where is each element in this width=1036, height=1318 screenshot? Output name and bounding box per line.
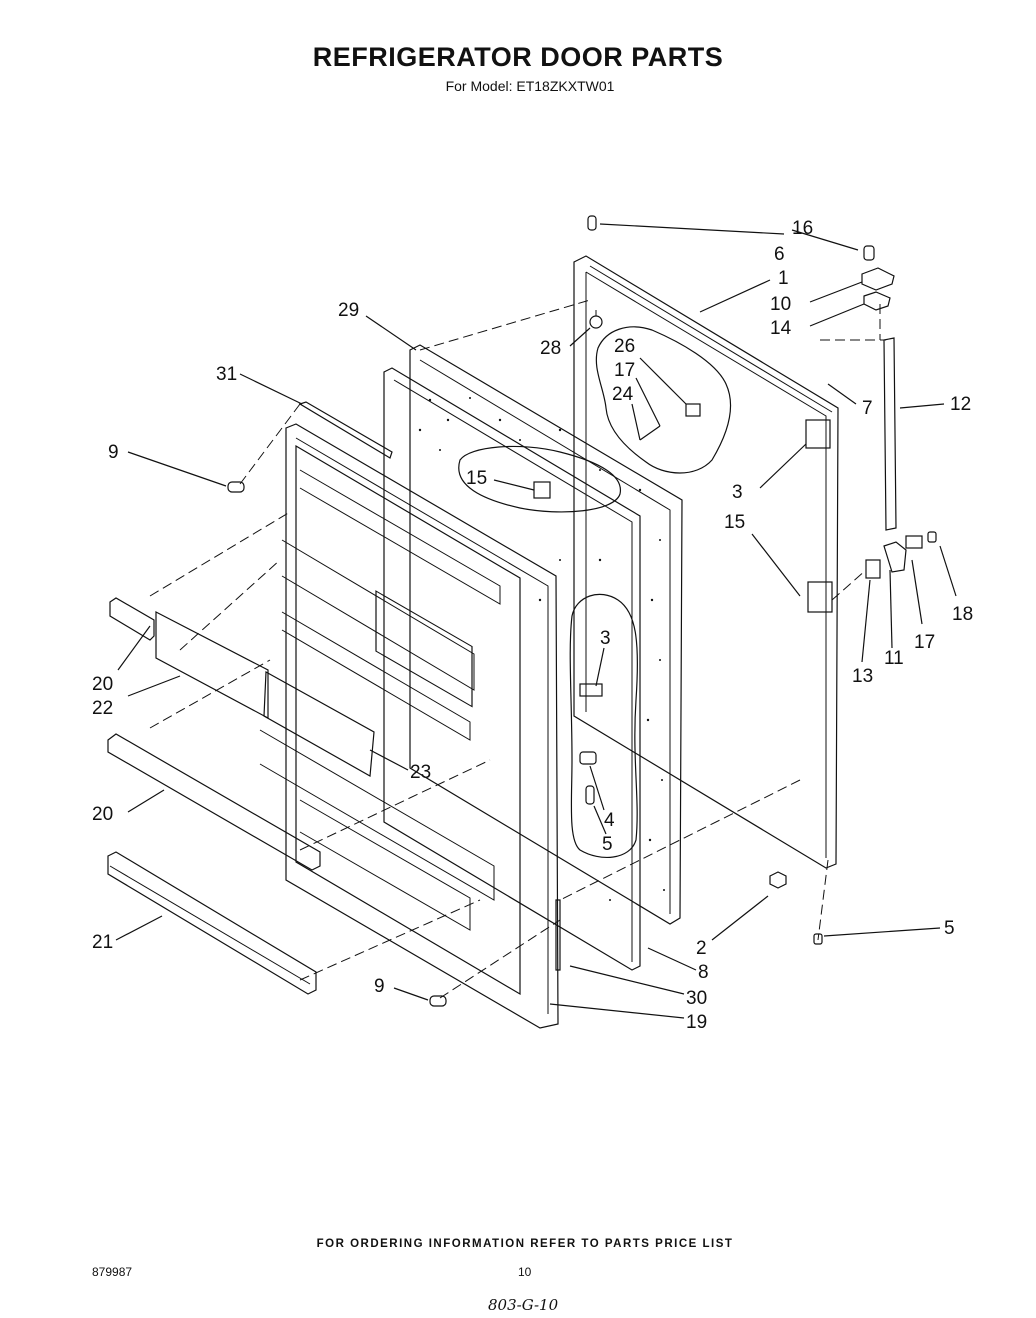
callout-labels: 16 6 1 10 14 29 28 26 17 24 7 12 31 9 15… <box>92 218 973 1033</box>
callout-9b: 9 <box>374 976 385 997</box>
document-number: 879987 <box>92 1265 133 1279</box>
callout-31: 31 <box>216 364 237 385</box>
page-number: 10 <box>518 1265 532 1279</box>
callout-23: 23 <box>410 762 431 783</box>
foam-texture <box>418 397 665 901</box>
callout-5a: 5 <box>602 834 613 855</box>
callout-11: 11 <box>884 648 904 669</box>
outer-door-panel <box>573 255 839 869</box>
door-liner-assembly <box>383 344 683 971</box>
door-shelves <box>107 597 375 995</box>
callout-19: 19 <box>686 1012 707 1033</box>
callout-12: 12 <box>950 394 971 415</box>
callout-29: 29 <box>338 300 359 321</box>
callout-14: 14 <box>770 318 792 339</box>
callout-2: 2 <box>696 938 707 959</box>
inner-door-liner <box>259 423 559 1029</box>
callout-26: 26 <box>614 336 635 357</box>
model-subtitle: For Model: ET18ZKXTW01 <box>445 78 615 94</box>
callout-16: 16 <box>792 218 813 239</box>
callout-30: 30 <box>686 988 707 1009</box>
callout-6: 6 <box>774 244 785 265</box>
callout-18: 18 <box>952 604 973 625</box>
callout-13: 13 <box>852 666 873 687</box>
callout-22: 22 <box>92 698 113 719</box>
leader-lines <box>115 223 957 1019</box>
callout-21: 21 <box>92 932 113 953</box>
ordering-note: FOR ORDERING INFORMATION REFER TO PARTS … <box>316 1238 734 1250</box>
handwritten-note: 803-G-10 <box>488 1296 559 1314</box>
gasket-strips <box>298 401 561 971</box>
callout-9a: 9 <box>108 442 119 463</box>
callout-3a: 3 <box>732 482 743 503</box>
callout-1: 1 <box>778 268 789 289</box>
callout-28: 28 <box>540 338 561 359</box>
callout-24: 24 <box>612 384 634 405</box>
callout-20b: 20 <box>92 804 113 825</box>
callout-3b: 3 <box>600 628 611 649</box>
callout-17a: 17 <box>614 360 635 381</box>
callout-15a: 15 <box>466 468 487 489</box>
callout-8: 8 <box>698 962 709 983</box>
callout-4: 4 <box>604 810 615 831</box>
callout-17b: 17 <box>914 632 935 653</box>
alignment-lines <box>149 299 886 999</box>
hinge-hardware <box>227 215 937 1007</box>
callout-5b: 5 <box>944 918 955 939</box>
callout-7: 7 <box>862 398 873 419</box>
page-title: REFRIGERATOR DOOR PARTS <box>312 42 724 72</box>
callout-10: 10 <box>770 294 791 315</box>
callout-15b: 15 <box>724 512 745 533</box>
callout-20a: 20 <box>92 674 113 695</box>
